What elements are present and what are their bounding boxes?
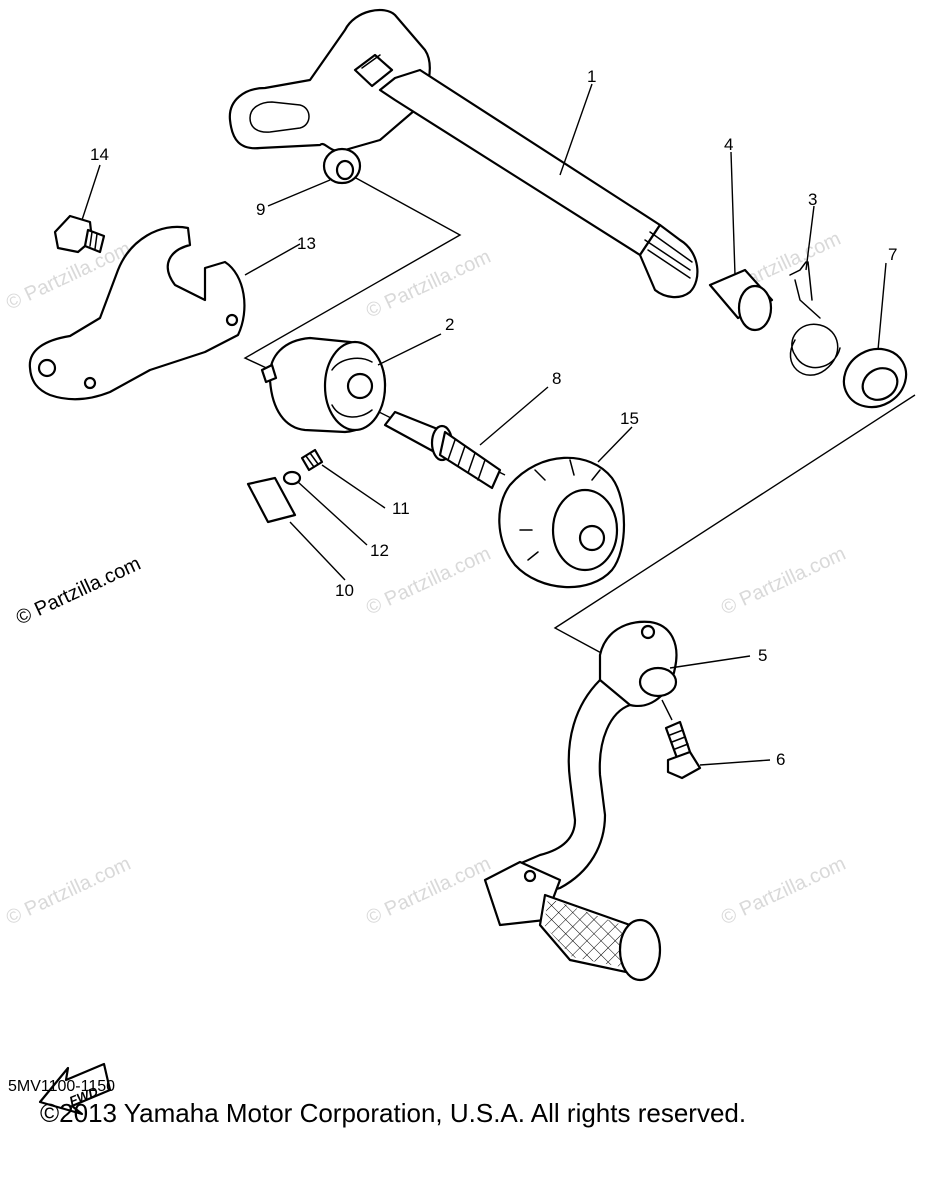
callout-6: 6	[776, 750, 785, 769]
callout-3: 3	[808, 190, 817, 209]
callout-12: 12	[370, 541, 389, 560]
washer	[322, 147, 362, 185]
torsion-spring	[789, 261, 841, 376]
pedal-bolt	[664, 720, 702, 780]
callout-5: 5	[758, 646, 767, 665]
bolt	[53, 214, 106, 254]
callout-14: 14	[90, 145, 109, 164]
shift-shaft	[228, 8, 699, 299]
callout-15: 15	[620, 409, 639, 428]
watermark: © Partzilla.com	[363, 853, 494, 930]
copyright: ©2013 Yamaha Motor Corporation, U.S.A. A…	[40, 1098, 747, 1128]
watermark: © Partzilla.com	[363, 246, 494, 323]
oil-seal	[842, 347, 908, 409]
callout-7: 7	[888, 245, 897, 264]
leader-lines	[81, 83, 887, 766]
callouts: 1 2 3 4 5 6 7 8 9 10 11 12 13 14 15	[90, 67, 897, 769]
callout-9: 9	[256, 200, 265, 219]
collar	[708, 268, 774, 332]
shift-segment	[260, 336, 387, 434]
watermark: © Partzilla.com	[3, 853, 134, 930]
callout-4: 4	[724, 135, 733, 154]
diagram-code: 5MV1100-1150	[8, 1078, 116, 1095]
pin-bolt	[383, 410, 502, 490]
spring-pin-pawl	[246, 448, 324, 524]
stopper-plate	[28, 225, 246, 401]
callout-1: 1	[587, 67, 596, 86]
callout-13: 13	[297, 234, 316, 253]
callout-2: 2	[445, 315, 454, 334]
shift-pedal	[483, 620, 678, 982]
callout-11: 11	[392, 499, 410, 518]
callout-10: 10	[335, 581, 354, 600]
watermark: © Partzilla.com	[718, 543, 849, 620]
callout-8: 8	[552, 369, 561, 388]
watermark-main: © Partzilla.com	[13, 553, 144, 630]
shift-cam	[498, 456, 626, 589]
watermark: © Partzilla.com	[718, 853, 849, 930]
